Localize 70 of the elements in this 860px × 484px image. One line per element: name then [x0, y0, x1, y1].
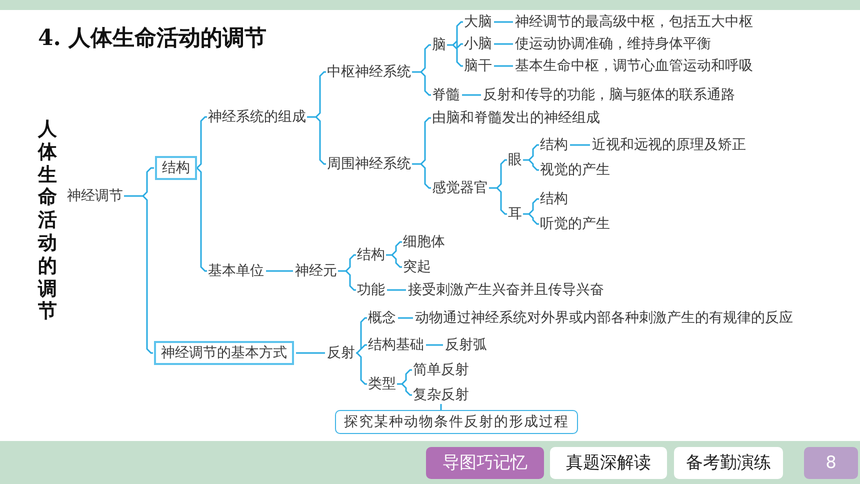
concept-text: 反射弧	[445, 336, 487, 354]
brace-connector	[195, 116, 208, 272]
concept-text: 神经元	[295, 262, 337, 280]
concept-text: 神经调节的最高级中枢，包括五大中枢	[515, 13, 753, 31]
concept-box: 结构	[155, 156, 197, 180]
concept-text: 接受刺激产生兴奋并且传导兴奋	[408, 281, 604, 299]
page-number: 8	[804, 447, 858, 479]
concept-text: 神经系统的组成	[208, 108, 306, 126]
nav-tab: 真题深解读	[550, 447, 667, 479]
concept-text: 结构	[540, 190, 568, 208]
callout-bubble: 探究某种动物条件反射的形成过程	[335, 410, 578, 434]
brace-connector	[123, 167, 155, 354]
brace-connector	[385, 241, 403, 268]
concept-text: 基本单位	[208, 262, 264, 280]
connector-line	[462, 94, 481, 96]
connector-line	[387, 289, 406, 291]
connector-line	[494, 65, 513, 67]
concept-text: 动物通过神经系统对外界或内部各种刺激产生的有规律的反应	[415, 309, 793, 327]
brace-connector	[522, 144, 540, 171]
concept-text: 眼	[508, 151, 522, 169]
concept-text: 中枢神经系统	[327, 63, 411, 81]
concept-text: 突起	[403, 258, 431, 276]
brace-connector	[446, 21, 464, 67]
concept-text: 脑	[432, 36, 446, 54]
brace-connector	[522, 198, 540, 225]
concept-text: 脊髓	[432, 86, 460, 104]
connector-line	[494, 43, 513, 45]
concept-text: 结构	[357, 246, 385, 264]
concept-text: 复杂反射	[413, 386, 469, 404]
concept-text: 感觉器官	[432, 179, 488, 197]
concept-text: 大脑	[464, 13, 492, 31]
concept-text: 结构	[540, 136, 568, 154]
brace-connector	[411, 44, 432, 96]
brace-connector	[411, 117, 432, 189]
concept-text: 视觉的产生	[540, 161, 610, 179]
nav-tab: 备考勤演练	[674, 447, 783, 479]
connector-line	[398, 317, 413, 319]
connector-line	[266, 270, 293, 272]
connector-line	[296, 352, 325, 354]
title: 4. 人体生命活动的调节	[38, 24, 267, 53]
concept-text: 周围神经系统	[327, 155, 411, 173]
concept-text: 功能	[357, 281, 385, 299]
concept-text: 小脑	[464, 35, 492, 53]
concept-text: 耳	[508, 205, 522, 223]
nav-tab: 导图巧记忆	[426, 447, 544, 479]
concept-text: 细胞体	[403, 233, 445, 251]
brace-connector	[355, 317, 368, 385]
connector-line	[570, 144, 590, 146]
concept-text: 简单反射	[413, 361, 469, 379]
connector-line	[426, 344, 443, 346]
concept-text: 类型	[368, 375, 396, 393]
connector-line	[494, 21, 513, 23]
concept-text: 反射和传导的功能，脑与躯体的联系通路	[483, 86, 735, 104]
concept-text: 脑干	[464, 57, 492, 75]
concept-text: 概念	[368, 309, 396, 327]
concept-text: 由脑和脊髓发出的神经组成	[432, 109, 600, 127]
brace-connector	[337, 254, 357, 291]
connector-line	[440, 404, 442, 410]
brace-connector	[396, 369, 413, 396]
concept-text: 反射	[327, 344, 355, 362]
concept-text: 听觉的产生	[540, 215, 610, 233]
concept-text: 使运动协调准确，维持身体平衡	[515, 35, 711, 53]
concept-text: 基本生命中枢，调节心血管运动和呼吸	[515, 57, 753, 75]
concept-text: 结构基础	[368, 336, 424, 354]
vertical-heading: 人体生命活动的调节	[38, 118, 57, 324]
brace-connector	[488, 159, 508, 215]
brace-connector	[306, 71, 327, 165]
concept-box: 神经调节的基本方式	[154, 341, 294, 365]
concept-text: 神经调节	[67, 187, 123, 205]
concept-text: 近视和远视的原理及矫正	[592, 136, 746, 154]
